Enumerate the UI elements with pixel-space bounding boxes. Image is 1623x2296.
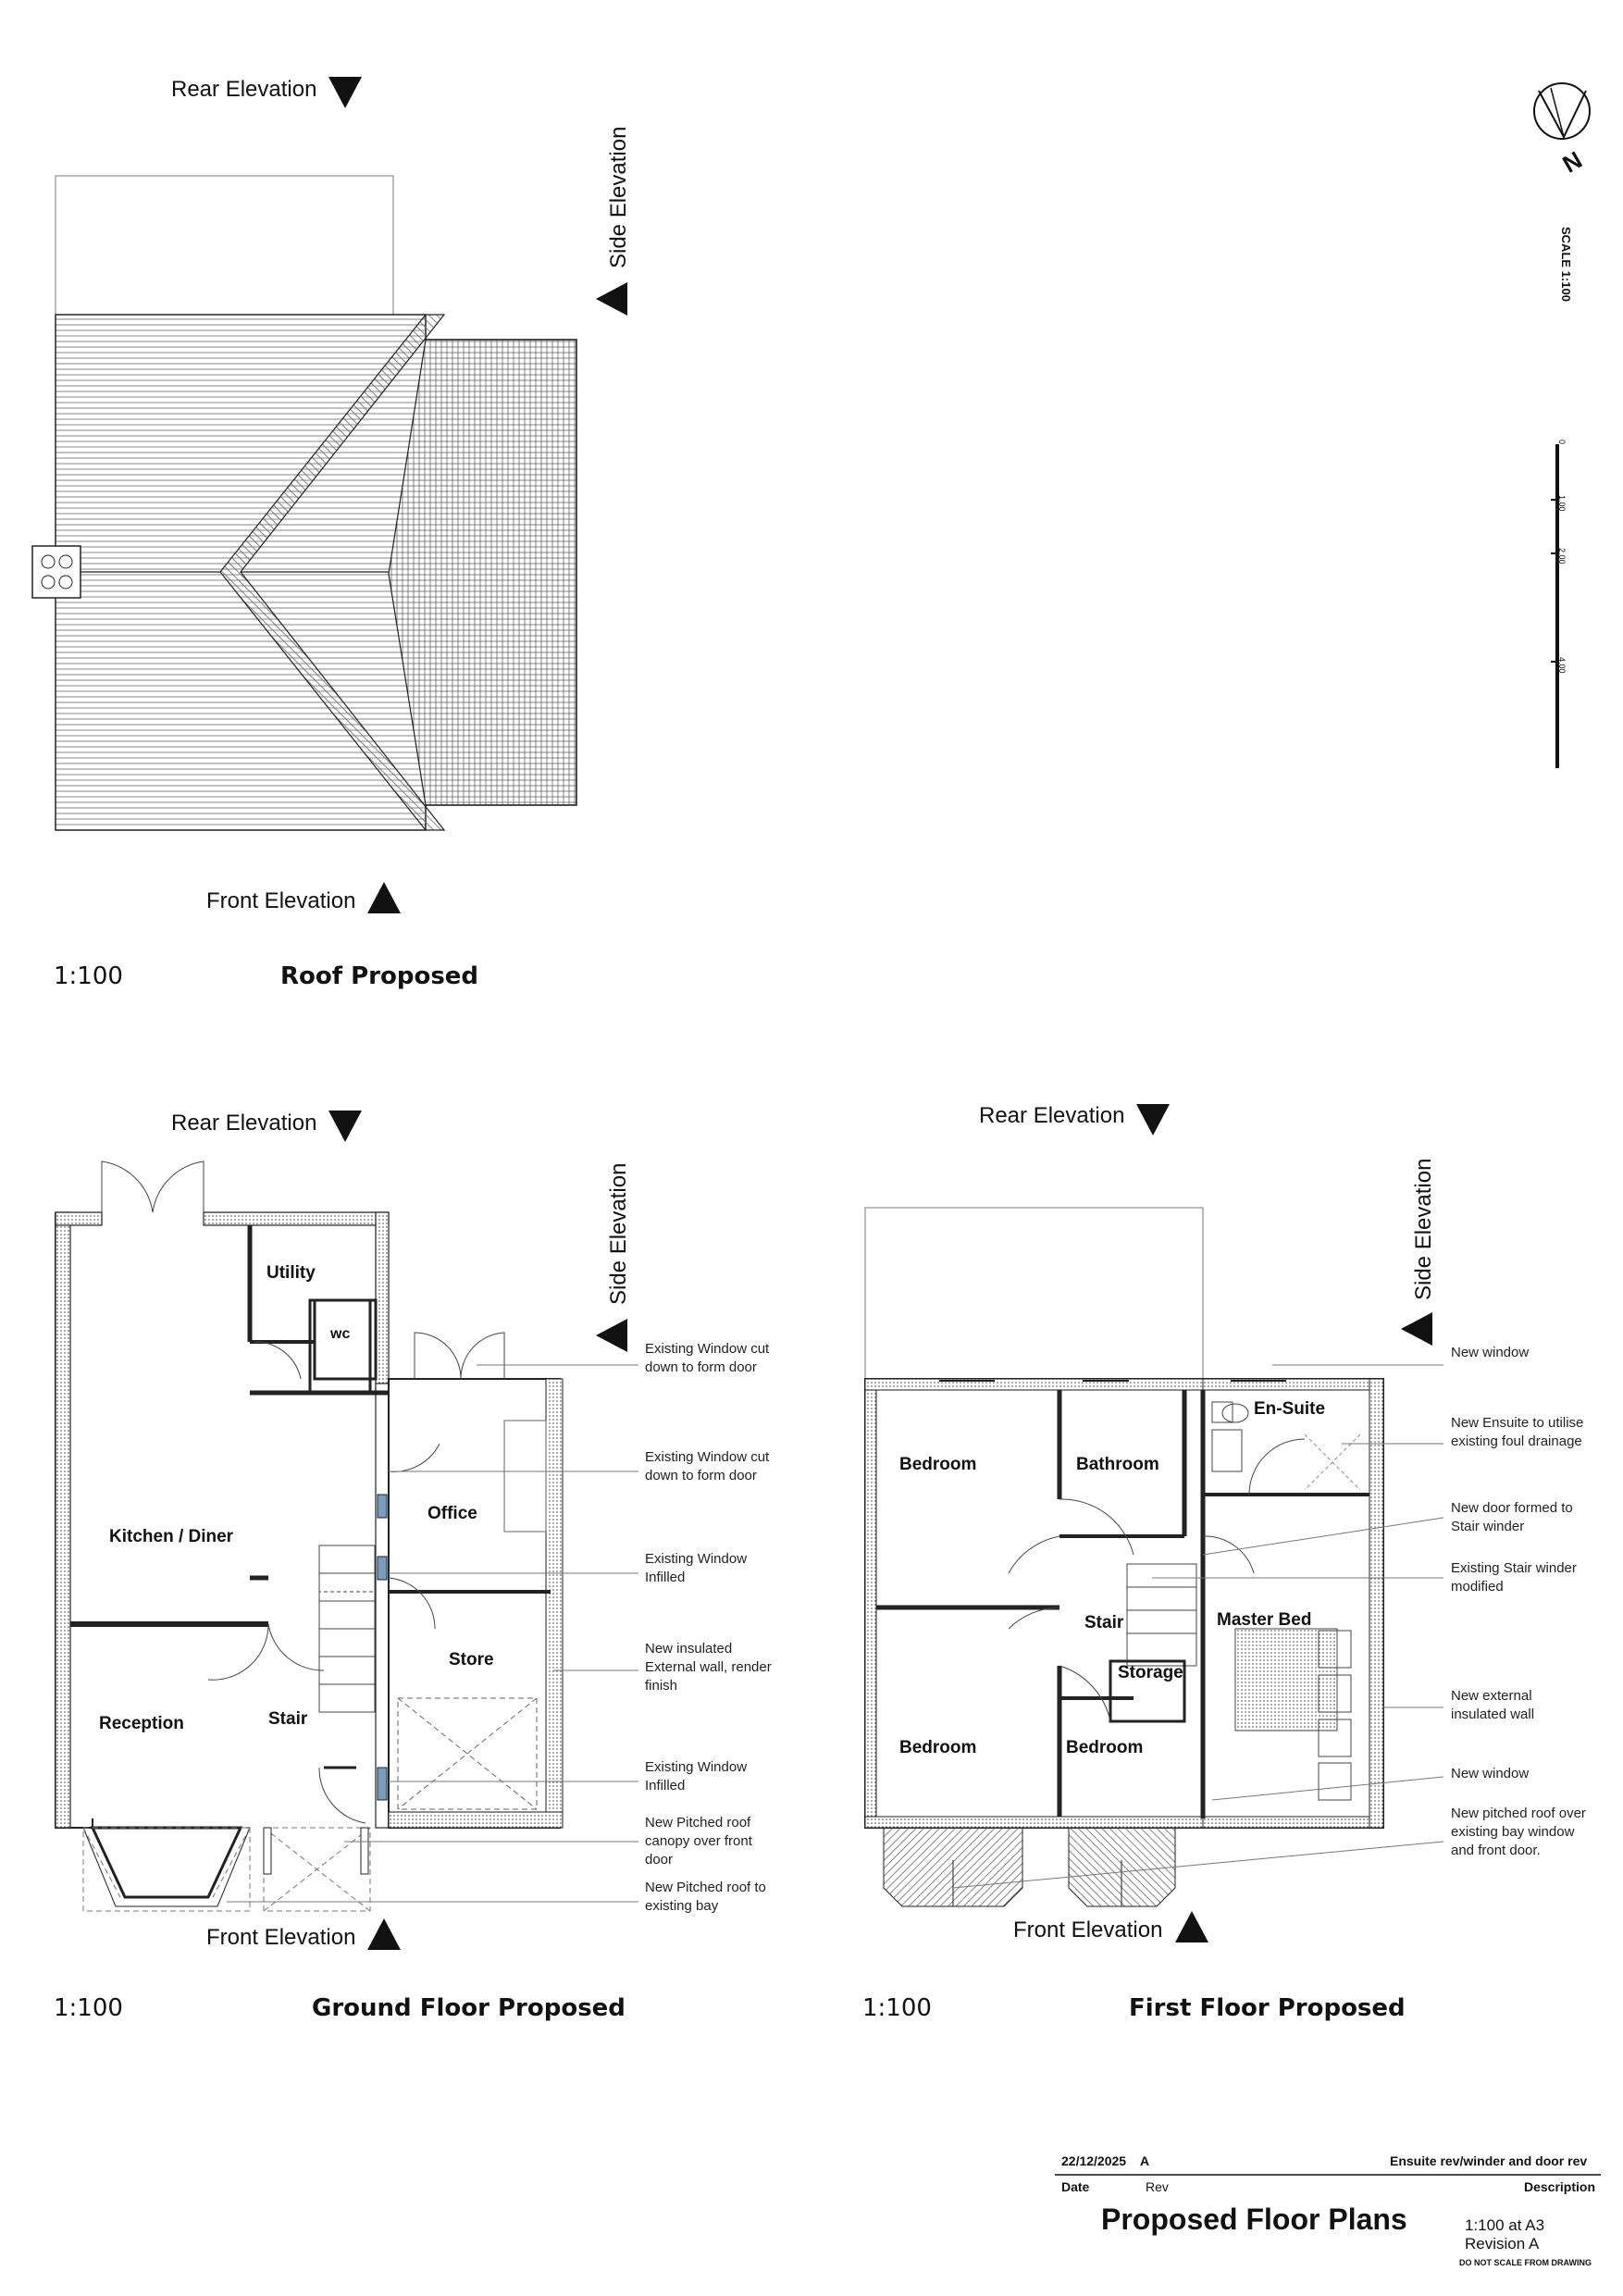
roof-plan [31,175,577,831]
room-reception: Reception [99,1714,184,1733]
ground-front-elevation-label: Front Elevation [206,1925,356,1950]
ground-note-2: Existing Window cut down to form door [645,1449,770,1483]
first-floor-plan [864,1207,1384,1907]
first-side-elevation-arrow [1401,1312,1432,1346]
first-leaders [952,1364,1444,1889]
roof-front-elevation-arrow [367,882,401,913]
revision-date: 22/12/2025 [1061,2153,1127,2168]
description-header: Description [1524,2179,1596,2194]
ground-rear-elevation-arrow [328,1111,362,1142]
ground-floor-plan [55,1160,564,1912]
first-note-5: New external insulated wall [1451,1688,1535,1722]
do-not-scale-notice: DO NOT SCALE FROM DRAWING [1459,2258,1592,2267]
room-bedroom-bottom-left: Bedroom [899,1738,977,1757]
roof-front-elevation-label: Front Elevation [206,888,356,913]
roof-rear-elevation-label: Rear Elevation [171,77,317,102]
room-store: Store [449,1650,494,1669]
first-note-4: Existing Stair winder modified [1451,1560,1577,1595]
first-side-elevation-label: Side Elevation [1411,1158,1436,1300]
ground-rear-elevation-label: Rear Elevation [171,1111,317,1136]
ground-title: Ground Floor Proposed [312,1994,626,2022]
first-title: First Floor Proposed [1129,1994,1406,2022]
room-utility: Utility [266,1263,316,1283]
scale-tick-3: 4.00 [1557,657,1567,674]
scale-text: SCALE 1:100 [1559,227,1573,302]
roof-rear-elevation-arrow [328,77,362,108]
first-note-6: New window [1451,1766,1530,1781]
first-note-1: New window [1451,1345,1530,1360]
first-front-elevation-arrow [1175,1911,1208,1942]
room-bedroom-bottom-middle: Bedroom [1066,1738,1144,1757]
ground-scale: 1:100 [54,1994,123,2022]
ground-note-1: Existing Window cut down to form door [645,1341,770,1375]
first-note-3: New door formed to Stair winder [1451,1500,1573,1534]
ground-note-3: Existing Window Infilled [645,1551,748,1585]
first-note-2: New Ensuite to utilise existing foul dra… [1451,1415,1584,1449]
first-rear-elevation-label: Rear Elevation [979,1103,1125,1128]
first-note-7: New pitched roof over existing bay windo… [1451,1806,1586,1858]
north-arrow [1533,82,1591,140]
revision-description: Ensuite rev/winder and door rev [1390,2153,1588,2168]
roof-scale: 1:100 [54,962,123,990]
room-master-bed: Master Bed [1217,1610,1312,1630]
drawing-title: Proposed Floor Plans [1101,2203,1407,2236]
roof-side-elevation-label: Side Elevation [606,126,631,268]
ground-front-elevation-arrow [367,1918,401,1950]
scale-bar [1551,444,1559,768]
revision-code: A [1140,2153,1150,2168]
room-stair-first: Stair [1084,1613,1124,1632]
room-kitchen-diner: Kitchen / Diner [109,1527,234,1546]
roof-title: Roof Proposed [280,962,479,990]
ground-side-elevation-label: Side Elevation [606,1162,631,1305]
room-office: Office [427,1504,477,1523]
scale-tick-0: 0 [1557,440,1567,445]
date-header: Date [1061,2179,1090,2194]
ground-note-4: New insulated External wall, render fini… [645,1641,772,1694]
ground-side-elevation-arrow [596,1319,627,1352]
ground-note-6: New Pitched roof canopy over front door [645,1815,752,1868]
scale-tick-2: 2.00 [1557,548,1567,565]
room-wc: wc [330,1326,351,1342]
drawing-scale: 1:100 at A3 [1465,2216,1545,2234]
ground-note-7: New Pitched roof to existing bay [645,1880,766,1914]
room-storage: Storage [1118,1663,1183,1682]
first-rear-elevation-arrow [1136,1104,1170,1136]
scale-tick-1: 1.00 [1557,495,1567,512]
room-bathroom: Bathroom [1076,1455,1159,1474]
room-stair-ground: Stair [268,1709,308,1729]
first-front-elevation-label: Front Elevation [1013,1917,1163,1942]
drawing-revision: Revision A [1465,2235,1540,2253]
room-en-suite: En-Suite [1254,1399,1326,1419]
ground-leaders [227,1364,638,1903]
rev-header: Rev [1146,2179,1169,2194]
first-scale: 1:100 [862,1994,932,2022]
room-bedroom-top-left: Bedroom [899,1455,977,1474]
roof-side-elevation-arrow [596,282,627,316]
ground-note-5: Existing Window Infilled [645,1759,748,1793]
